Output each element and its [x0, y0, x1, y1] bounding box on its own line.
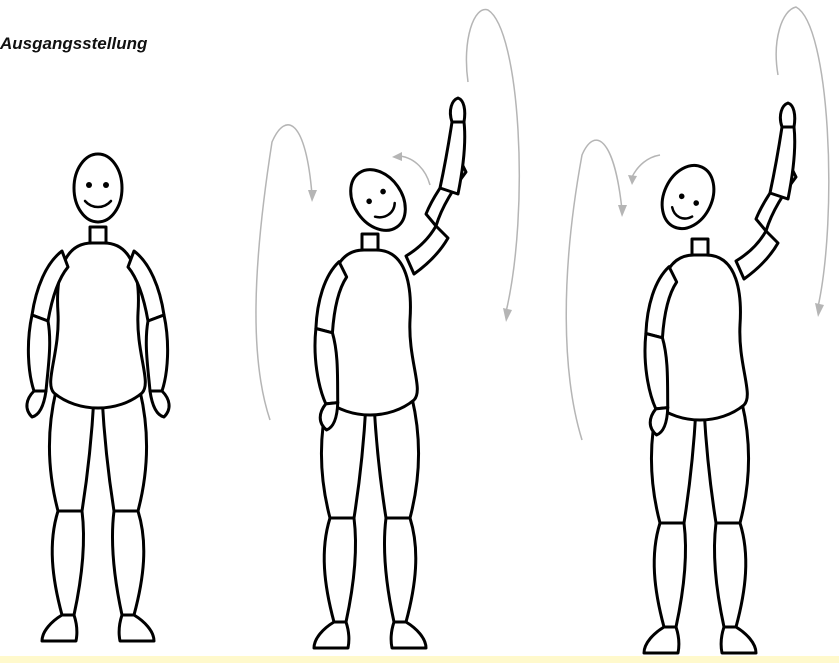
head-tilted-left: [652, 157, 723, 237]
motion-arrow-left: [256, 125, 312, 420]
arrow-head-head-2: [628, 175, 637, 185]
arrow-head-head: [392, 152, 402, 161]
head-tilted-right: [339, 159, 416, 241]
head-start: [74, 154, 122, 222]
motion-arrow-head: [400, 156, 430, 185]
arrow-head-right: [503, 308, 512, 322]
figure-start-position: [27, 154, 169, 641]
arrow-head-left: [308, 190, 317, 202]
arrow-head-left-2: [618, 205, 627, 217]
bottom-highlight-strip: [0, 656, 839, 663]
motion-arrow-left-2: [566, 140, 622, 440]
arrow-head-right-2: [815, 303, 824, 317]
motion-arrow-right: [466, 10, 519, 312]
figure-arm-raised-1: [256, 10, 519, 648]
figure-arm-raised-2: [566, 7, 829, 653]
motion-arrow-head-2: [632, 155, 660, 177]
